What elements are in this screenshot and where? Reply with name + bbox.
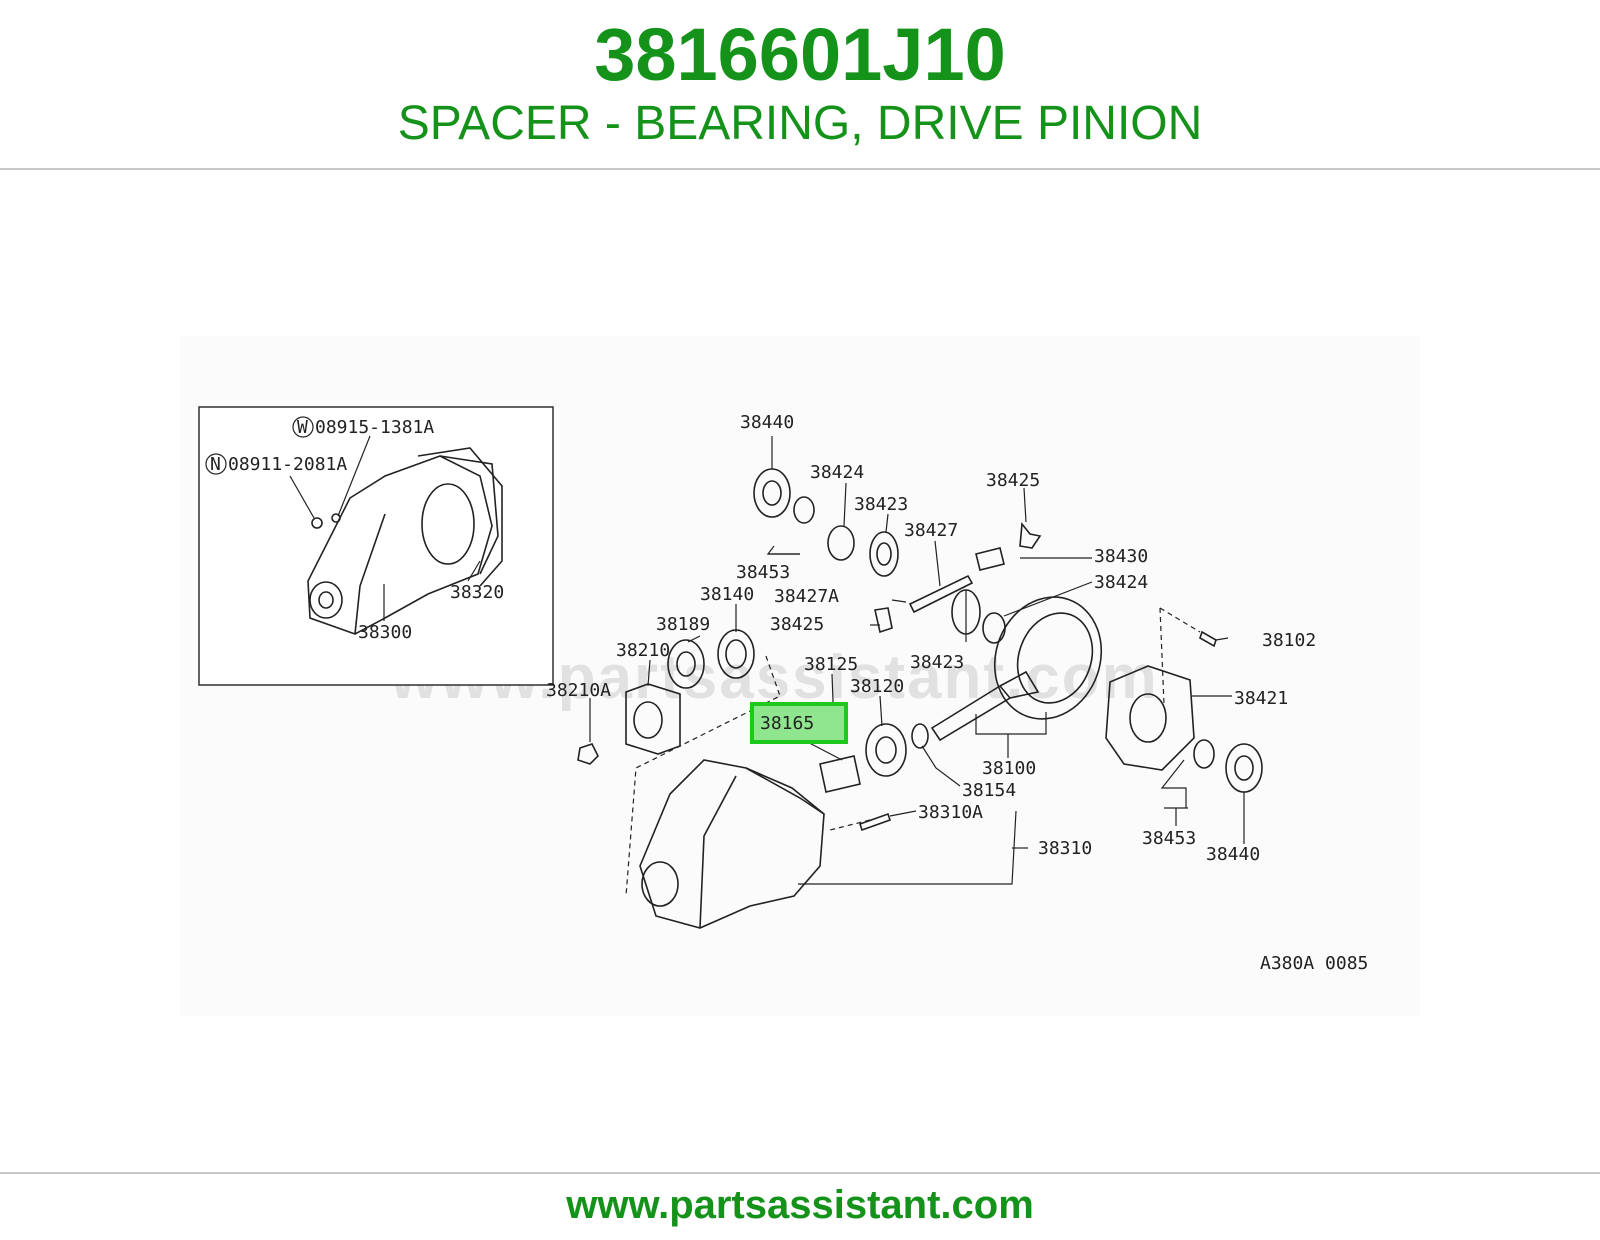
part-number-title: 3816601J10 <box>594 13 1006 96</box>
callout-38427: 38427 <box>904 520 958 541</box>
callout-leader-lines <box>589 436 1245 885</box>
pinion-mate-shaft <box>908 574 974 614</box>
footer-divider <box>0 1172 1600 1174</box>
callout-38453: 38453 <box>736 562 790 583</box>
differential-case <box>1105 665 1195 771</box>
callout-38154: 38154 <box>962 780 1016 801</box>
ring-gear <box>993 596 1103 720</box>
washer-symbol <box>292 416 314 438</box>
callout-38423-lower: 38423 <box>910 652 964 673</box>
parts-diagram: www.partsassistant.com W N 08915-1381A 0… <box>180 336 1420 1016</box>
callout-38189: 38189 <box>656 614 710 635</box>
pinion-spacer <box>819 755 861 793</box>
callout-38210: 38210 <box>616 640 670 661</box>
washer-symbol-letter: W <box>297 417 308 438</box>
callout-38310: 38310 <box>1038 838 1092 859</box>
header-divider <box>0 168 1600 170</box>
callout-38425: 38425 <box>986 470 1040 491</box>
footer-url-link[interactable]: www.partsassistant.com <box>566 1183 1034 1227</box>
callout-38102: 38102 <box>1262 630 1316 651</box>
callout-08915-1381A: 08915-1381A <box>315 417 434 438</box>
inset-carrier-housing <box>307 447 503 635</box>
callout-38100: 38100 <box>982 758 1036 779</box>
nut-symbol <box>205 453 227 475</box>
callout-38125: 38125 <box>804 654 858 675</box>
pinion-mate-gear-upper <box>1019 521 1042 549</box>
highlight-box-38165 <box>750 702 848 744</box>
nut-symbol-letter: N <box>210 454 221 475</box>
callout-38424: 38424 <box>810 462 864 483</box>
case-bolt <box>1199 630 1217 648</box>
callout-38140: 38140 <box>700 584 754 605</box>
thrust-washer <box>827 525 855 561</box>
callout-38120: 38120 <box>850 676 904 697</box>
callout-38421: 38421 <box>1234 688 1288 709</box>
callout-38165-highlighted[interactable]: 38165 <box>760 713 814 734</box>
callout-38423: 38423 <box>854 494 908 515</box>
callout-38440: 38440 <box>740 412 794 433</box>
pinion-bearing-front <box>667 639 705 689</box>
callout-38425-lower: 38425 <box>770 614 824 635</box>
callout-38453-lower: 38453 <box>1142 828 1196 849</box>
inset-frame <box>198 406 554 686</box>
inset-leader-lines <box>289 435 481 621</box>
thrust-block <box>975 547 1005 571</box>
side-gear-upper <box>869 531 899 577</box>
callout-38210A: 38210A <box>546 680 611 701</box>
callout-38424-right: 38424 <box>1094 572 1148 593</box>
pinion-bearing-rear <box>865 723 907 777</box>
inset-nut <box>311 513 341 529</box>
pinion-shim <box>911 723 929 749</box>
gear-carrier <box>639 759 825 929</box>
callout-38310A: 38310A <box>918 802 983 823</box>
callout-38440-lower: 38440 <box>1206 844 1260 865</box>
diagram-reference-code: A380A 0085 <box>1260 953 1368 974</box>
callout-38427A: 38427A <box>774 586 839 607</box>
drive-pinion <box>930 670 1040 742</box>
callout-38430: 38430 <box>1094 546 1148 567</box>
callout-38300: 38300 <box>358 622 412 643</box>
dashed-guide-lines <box>625 607 1201 897</box>
callout-08911-2081A: 08911-2081A <box>228 454 347 475</box>
part-description: SPACER - BEARING, DRIVE PINION <box>397 97 1203 150</box>
carrier-stud <box>858 812 892 832</box>
flange-nut <box>577 743 599 765</box>
side-bearing-right-washer <box>1193 739 1215 769</box>
callout-38320: 38320 <box>450 582 504 603</box>
